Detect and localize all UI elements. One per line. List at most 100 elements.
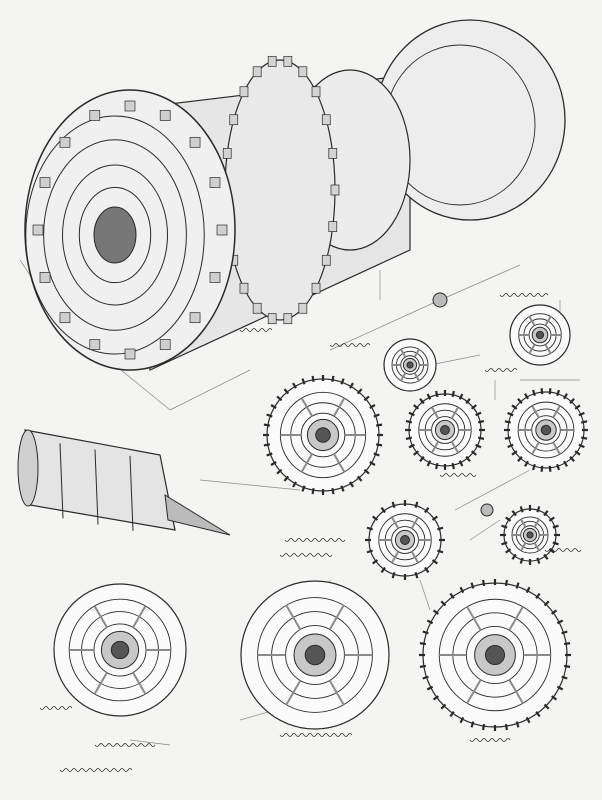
gear-tooth [470,450,477,456]
gear-tooth [283,475,290,482]
gear-tooth [432,609,440,615]
gear-tooth [432,695,440,701]
gear-tooth [391,571,396,579]
gear-tooth [405,436,413,440]
gear-tooth [536,506,541,513]
gear-spoke [132,605,147,628]
gear-spoke [520,542,527,552]
gear-tooth [580,436,588,440]
gear-tooth [356,475,363,482]
gear-tooth [470,721,475,728]
gear-tooth [440,703,447,710]
gear-bore [304,644,326,666]
housing-bolt [59,312,71,324]
gear-tooth [413,404,420,410]
gear-tooth [424,566,430,574]
gear-spoke [285,679,302,706]
gear-bore [315,427,331,443]
gear-tooth [504,420,512,424]
shaft-tip [164,494,231,536]
gear-tooth [449,592,455,600]
shaft-band [129,455,134,531]
gear-spoke [531,441,540,455]
gear-tooth [311,375,315,383]
gear-tooth [548,516,555,522]
gear-tooth [470,404,477,410]
gear-tooth [477,420,485,424]
handwritten-annotation [279,733,353,737]
gear-tooth [556,463,561,471]
gear-tooth [426,619,434,625]
gear-tooth [563,460,568,467]
gear-tooth [349,481,354,488]
gear-tooth [540,465,544,472]
gear-tooth [535,710,541,718]
casing-bolt [328,148,338,159]
gear-bore [484,644,506,666]
gear-tooth [371,559,379,565]
housing-bolt [89,339,101,350]
housing-bolt [209,177,221,188]
gear-spoke [328,604,345,631]
casing-bolt [283,313,293,325]
handwritten-annotation [329,343,371,347]
gear-spoke [328,679,345,706]
gear-spoke [552,441,561,455]
bearing-disc [509,304,571,366]
gear-tooth [507,443,514,449]
handwritten-annotation [59,768,133,772]
gear-tooth [561,630,568,635]
casing-bolt [222,148,232,159]
gear-tooth [366,549,374,554]
gear-tooth [363,468,370,475]
gear-tooth [436,526,444,531]
gear-spoke [450,406,459,419]
gear-tooth [363,395,370,402]
casing-bolt [239,86,249,98]
leader-line [439,264,521,301]
handwritten-annotation [499,293,549,297]
gear-medium-right [504,388,588,472]
gear-spoke [520,518,527,528]
front-housing-ring [78,186,152,284]
gear-tooth [511,450,518,456]
gear-tooth [524,393,529,400]
casing-bolt [330,184,340,196]
gear-spoke [544,343,552,354]
gear-spoke [508,679,524,704]
casing-bolt [298,66,308,78]
housing-bolt [39,177,51,188]
gear-tooth [563,393,568,400]
gear-tooth [349,382,354,389]
gear-tooth [380,506,386,514]
gear-tooth [266,413,273,418]
gear-spoke [285,604,302,631]
gear-spoke [93,605,108,628]
fastener-nut [432,292,448,308]
small-gear [500,505,560,565]
gear-tooth [569,456,575,462]
gear-tooth [525,586,531,594]
gear-tooth [574,404,581,410]
gear-tooth [371,515,379,521]
gear-tooth [535,592,541,600]
gear-tooth [373,413,380,418]
gear-tooth [311,487,315,495]
gear-spoke [410,551,419,564]
gear-tooth [556,685,564,691]
gear-tooth [413,450,420,456]
gear-tooth [408,411,415,417]
gear-spoke [528,316,536,327]
drive-shaft [17,429,231,536]
gear-tooth [515,721,520,728]
housing-bolt [189,136,201,148]
gear-spoke [552,405,561,419]
gear-tooth [436,549,444,554]
small-disc [383,338,437,392]
gear-tooth [578,411,585,417]
shaft-body [24,429,176,531]
gear-tooth [426,685,434,691]
gear-tooth [517,456,523,462]
casing-bolt [239,282,249,294]
